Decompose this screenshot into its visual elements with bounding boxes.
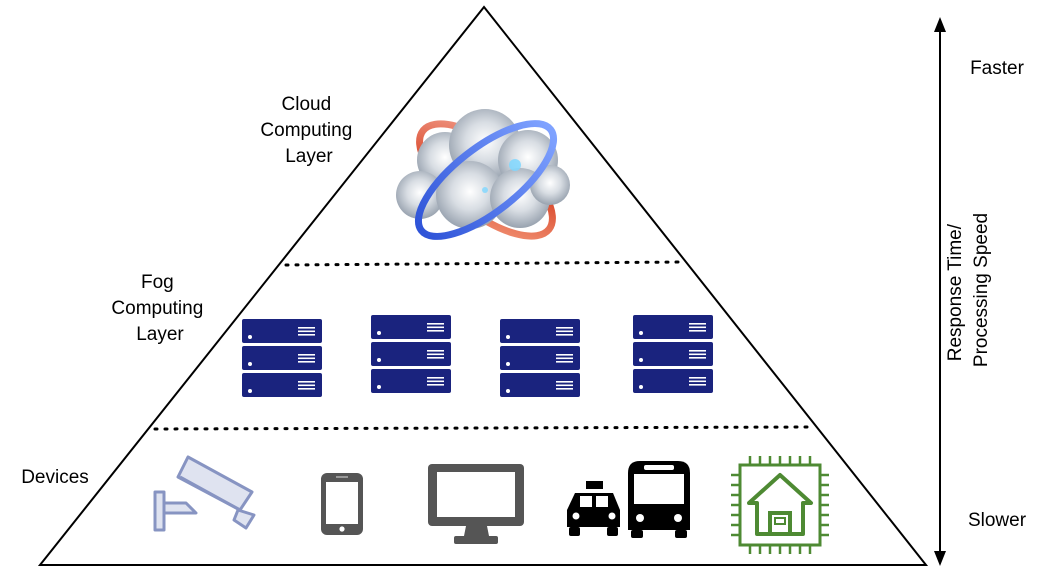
cloud-computing-icon xyxy=(396,109,570,240)
smart-home-chip-icon xyxy=(731,456,829,554)
vehicles-icon xyxy=(567,461,690,538)
slower-label: Slower xyxy=(968,510,1027,531)
devices-layer-label: Devices xyxy=(21,467,89,488)
monitor-icon xyxy=(428,464,524,544)
security-camera-icon xyxy=(153,455,256,532)
cloud-fog-divider xyxy=(284,260,685,267)
server-stack-icon xyxy=(500,319,580,397)
taxi-icon xyxy=(567,481,620,536)
axis-title: Response Time/ Processing Speed xyxy=(945,213,992,367)
bus-icon xyxy=(628,461,690,538)
server-stack-icon xyxy=(633,315,713,393)
cloud-layer-label: Cloud Computing Layer xyxy=(260,94,357,167)
faster-label: Faster xyxy=(970,58,1025,79)
fog-devices-divider xyxy=(153,425,813,431)
server-stack-icon xyxy=(242,319,322,397)
server-stack-icon xyxy=(371,315,451,393)
arrow-up-icon xyxy=(934,17,946,32)
pyramid-outline xyxy=(37,5,929,566)
response-speed-axis xyxy=(934,17,946,566)
fog-servers xyxy=(242,315,713,397)
fog-layer-label: Fog Computing Layer xyxy=(111,272,208,345)
arrow-down-icon xyxy=(934,551,946,566)
smartphone-icon xyxy=(321,473,363,535)
